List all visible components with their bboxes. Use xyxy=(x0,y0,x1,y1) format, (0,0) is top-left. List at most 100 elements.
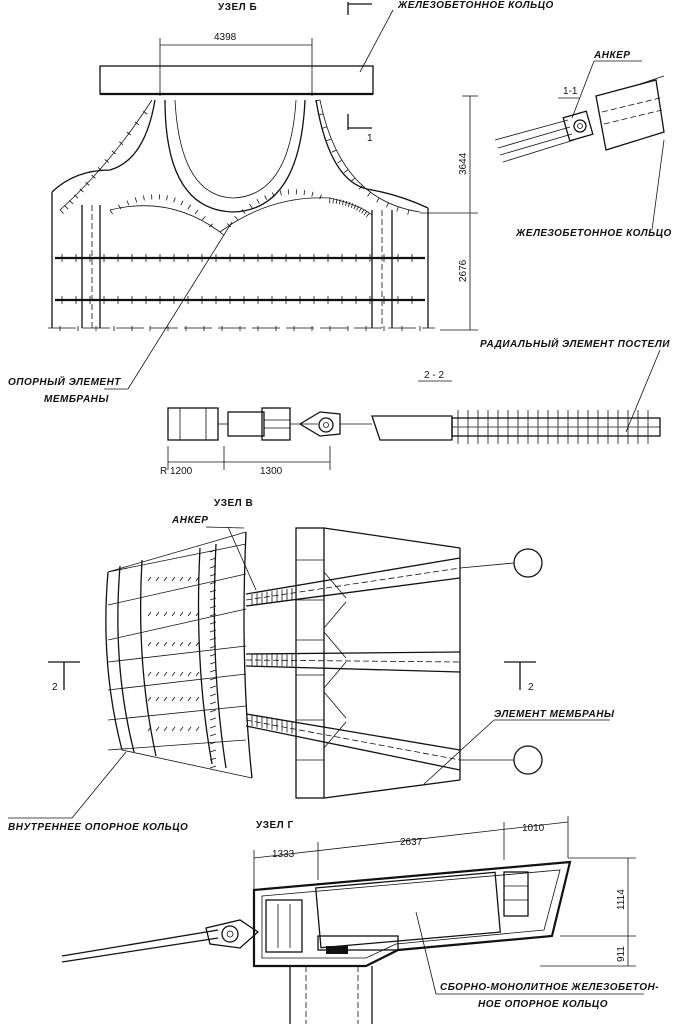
node-v-title: УЗЕЛ В xyxy=(214,498,253,509)
sec22-middle-box xyxy=(227,411,265,437)
sec11-ring-label: ЖЕЛЕЗОБЕТОННОЕ КОЛЬЦО xyxy=(515,228,672,239)
sec11-anchor-plate xyxy=(562,110,594,142)
hatch-mark xyxy=(209,605,217,609)
hatch-mark xyxy=(386,202,389,208)
hatch-mark xyxy=(209,709,217,713)
hatch-mark xyxy=(134,197,138,203)
node-g-dim-1333: 1333 xyxy=(272,849,295,860)
hatch-mark xyxy=(171,726,176,732)
membrane-radials xyxy=(245,557,461,771)
hatch-mark xyxy=(226,223,232,228)
hatch-mark xyxy=(323,661,347,689)
hatch-mark xyxy=(97,167,103,172)
dim-3644: 3644 xyxy=(458,152,469,175)
hatch-mark xyxy=(195,611,200,617)
arch-inner-bed xyxy=(109,197,373,233)
hatch-mark xyxy=(219,231,225,236)
node-g-rod-lower xyxy=(61,937,219,963)
dim-2676: 2676 xyxy=(458,259,469,282)
hatch-mark xyxy=(163,671,168,677)
node-g-title: УЗЕЛ Г xyxy=(256,820,294,831)
hatch-mark xyxy=(272,192,275,198)
hatch-mark xyxy=(319,194,322,200)
hatch-mark xyxy=(209,549,217,553)
hatch-mark xyxy=(180,200,184,206)
hatch-mark xyxy=(179,611,184,617)
hatch-mark xyxy=(85,181,90,186)
hatch-mark xyxy=(107,645,247,663)
node-g-dim-line xyxy=(253,821,569,859)
hatch-mark xyxy=(155,696,160,702)
sec11-anchor-label: АНКЕР xyxy=(593,50,630,61)
hatch-mark xyxy=(361,208,365,214)
hatch-mark xyxy=(209,653,217,657)
hatch-mark xyxy=(315,99,321,102)
hatch-mark xyxy=(353,204,357,210)
hatch-mark xyxy=(126,131,132,136)
cut-1-mark: 1 xyxy=(367,133,373,144)
node-g-anchor-lug xyxy=(205,919,260,949)
hatch-mark xyxy=(195,641,200,647)
hatch-mark xyxy=(323,601,347,629)
hatch-mark xyxy=(323,691,347,719)
node-b-ring-leader xyxy=(359,9,394,73)
sec22-radial-label: РАДИАЛЬНЫЙ ЭЛЕМЕНТ ПОСТЕЛИ xyxy=(480,337,670,350)
section-2-2: РАДИАЛЬНЫЙ ЭЛЕМЕНТ ПОСТЕЛИ 2 - 2 R 1200 … xyxy=(160,337,670,477)
sec11-ring-block xyxy=(595,79,665,151)
hatch-mark xyxy=(209,661,217,665)
hatch-mark xyxy=(209,749,217,753)
hatch-mark xyxy=(342,200,345,206)
hatch-mark xyxy=(155,726,160,732)
support-label-line2: МЕМБРАНЫ xyxy=(44,394,109,405)
hatch-mark xyxy=(322,126,328,129)
hatch-mark xyxy=(358,185,363,190)
hatch-mark xyxy=(59,209,64,214)
hatch-mark xyxy=(350,203,354,209)
node-b: УЗЕЛ Б ЖЕЛЕЗОБЕТОННОЕ КОЛЬЦО 1 4398 xyxy=(8,0,553,405)
hatch-mark xyxy=(209,693,217,697)
sec22-radial-ticks xyxy=(457,410,649,444)
hatch-mark xyxy=(208,223,214,228)
hatch-mark xyxy=(195,671,200,677)
hatch-mark xyxy=(335,198,338,204)
crossbeam-left xyxy=(295,527,325,799)
hatch-mark xyxy=(147,576,152,582)
hatch-mark xyxy=(209,701,217,705)
hatch-mark xyxy=(187,611,192,617)
hatch-mark xyxy=(163,696,168,702)
hatch-mark xyxy=(245,567,461,601)
hatch-mark xyxy=(147,611,152,617)
hatch-mark xyxy=(79,188,84,193)
hatch-mark xyxy=(201,216,206,221)
sec22-left-box xyxy=(167,407,219,441)
inner-ring-inner xyxy=(243,531,253,779)
hatch-mark xyxy=(376,197,380,203)
hatch-mark xyxy=(173,197,176,203)
hatch-mark xyxy=(280,190,282,196)
arch-ticks xyxy=(59,99,410,236)
node-g-left-plate xyxy=(265,899,303,953)
hatch-mark xyxy=(163,641,168,647)
hatch-mark xyxy=(107,573,247,606)
node-g-dim-2637: 2637 xyxy=(400,837,423,848)
section-1-1: АНКЕР 1-1 ЖЕЛЕЗОБЕТОННОЕ КОЛЬЦО xyxy=(494,50,672,239)
cut-2-mark-right: 2 xyxy=(528,682,534,693)
node-v-membrane-label: ЭЛЕМЕНТ МЕМБРАНЫ xyxy=(494,709,615,720)
hatch-mark xyxy=(107,705,247,721)
hatch-mark xyxy=(107,608,247,641)
hatch-mark xyxy=(245,557,461,595)
hatch-mark xyxy=(74,194,79,199)
node-g-bearing xyxy=(326,946,348,954)
hatch-mark xyxy=(147,641,152,647)
hatch-mark xyxy=(147,696,152,702)
hatch-mark xyxy=(264,195,268,201)
hatch-mark xyxy=(163,611,168,617)
hatch-mark xyxy=(107,543,247,573)
hatch-mark xyxy=(155,641,160,647)
node-g-dim-1114: 1114 xyxy=(616,889,627,910)
hatch-mark xyxy=(249,203,253,209)
hatch-mark xyxy=(187,671,192,677)
hatch-mark xyxy=(303,190,306,196)
hatch-mark xyxy=(209,669,217,673)
hatch-mark xyxy=(356,205,360,211)
